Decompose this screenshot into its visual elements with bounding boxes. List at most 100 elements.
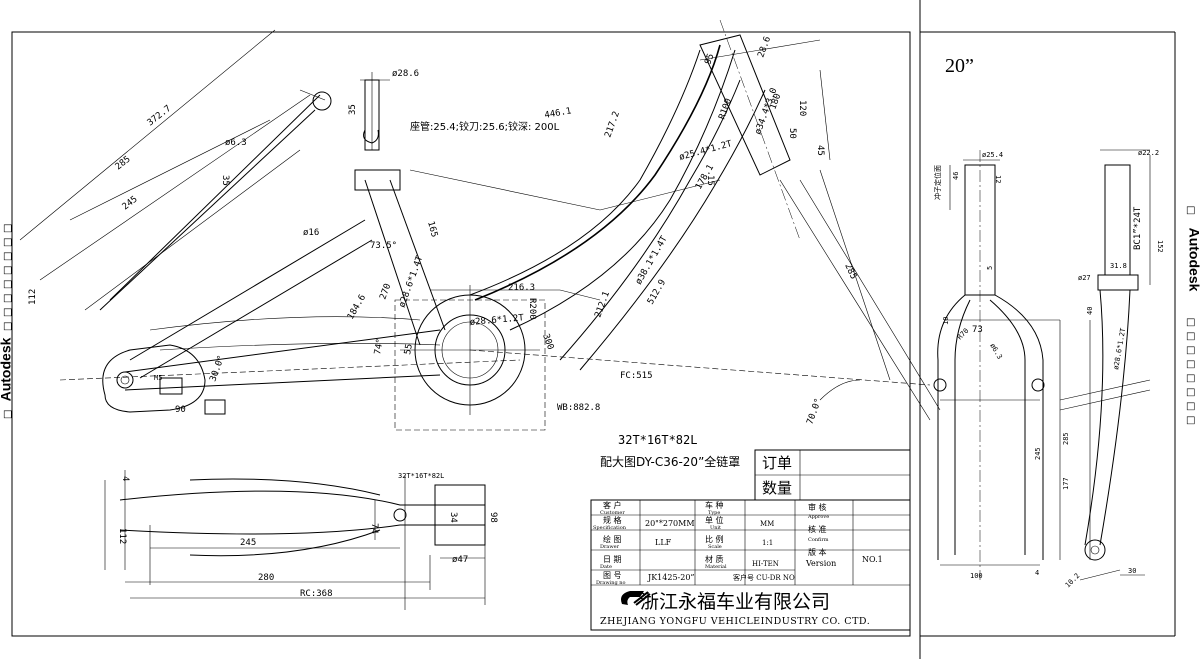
rear-rc: RC:368 [300, 589, 333, 599]
fork-phi254: ø25.4 [982, 151, 1003, 159]
rear-245: 245 [240, 538, 256, 548]
tb-version-val: NO.1 [862, 555, 883, 564]
tb-date-en: Date [600, 564, 612, 570]
dim-2163: 216.3 [508, 283, 535, 293]
dim-270: 270 [378, 282, 393, 301]
fork-4: 4 [1035, 569, 1039, 577]
tb-customer-cn: 客 户 [603, 500, 622, 510]
tb-drawer-cn: 绘 图 [603, 534, 622, 544]
fork-steer-note: 冲子定位面 [933, 165, 942, 200]
dim-2121: 212.1 [593, 290, 612, 319]
dim-phi16: ø16 [303, 228, 319, 238]
tb-spec-en: Specification [593, 525, 627, 531]
dim-seatstay: ø28.6*1.2T [469, 313, 524, 328]
rear-triangle-view [104, 470, 486, 610]
watermark-boxes-left-bottom: □ [3, 409, 13, 420]
fork-318: 31.8 [1110, 262, 1127, 270]
fork-5: 5 [986, 266, 994, 270]
tb-spec-val: 20"*270MM [645, 519, 695, 528]
fork-102: 10.2 [1064, 572, 1082, 590]
rear-74: 74 [369, 523, 379, 534]
tb-drawing-en: Drawing no [596, 580, 626, 586]
fork-73: 73 [972, 325, 983, 335]
dim-95: 95 [703, 52, 716, 66]
fork-245: 245 [1034, 447, 1042, 460]
dim-74: 74° [373, 338, 386, 356]
dim-fc: FC:515 [620, 371, 653, 381]
dim-120: 120 [797, 100, 807, 116]
rear-34: 34 [448, 512, 458, 523]
seat-diameter: ø28.6 [392, 69, 419, 79]
tb-approve-cn: 审 核 [808, 502, 827, 512]
dim-300: 300 [540, 333, 555, 352]
dim-372: 372.7 [146, 104, 174, 129]
rear-280: 280 [258, 573, 274, 583]
gear-note: 32T*16T*82L [618, 433, 697, 447]
chainguard-note: 配大图DY-C36-20”全链罩 [600, 455, 741, 469]
tb-type-cn: 车 种 [705, 500, 724, 510]
fork-10: 10 [942, 317, 950, 325]
qty-label: 数量 [762, 479, 792, 497]
tb-type-en: Type [708, 510, 720, 516]
tb-company-cn: 浙江永福车业有限公司 [640, 591, 830, 613]
tb-material-val: HI-TEN [752, 560, 779, 568]
frame-side-view [19, 19, 941, 431]
tb-scale-val: 1:1 [762, 539, 773, 547]
watermark-boxes-left: □□□□□□□□ [3, 223, 13, 332]
seat-note: 座管:25.4;铰刀:25.6;铰深: 200L [410, 120, 560, 133]
fork-285: 285 [1062, 432, 1070, 445]
autodesk-watermark-left: Autodesk [0, 337, 14, 402]
size-label: 20” [945, 55, 974, 77]
tb-spec-cn: 规 格 [603, 515, 622, 525]
dim-165: 165 [425, 220, 439, 238]
fork-152: 152 [1156, 240, 1164, 253]
tb-drawing-val: JK1425-20” [647, 573, 695, 582]
dim-wb: WB:882.8 [557, 403, 600, 413]
dim-55: 55 [403, 343, 415, 355]
tb-drawing-cn: 图 号 [603, 571, 622, 580]
rear-gear: 32T*16T*82L [398, 472, 444, 480]
tb-company-en: ZHEJIANG YONGFU VEHICLEINDUSTRY CO. CTD. [600, 616, 870, 627]
dim-30: 30.0° [208, 354, 227, 383]
tb-approve-en: Approve [807, 514, 829, 520]
fork-30: 30 [1128, 567, 1136, 575]
fork-phi27: ø27 [1078, 274, 1091, 282]
fork-63: ø6.3 [988, 342, 1003, 361]
dim-112a: 112 [28, 289, 38, 305]
tb-date-cn: 日 期 [603, 555, 622, 564]
watermark-boxes-right-top: □ [1186, 205, 1196, 216]
dim-phi63: ø6.3 [225, 138, 247, 148]
fork-front-view [933, 150, 1091, 580]
tb-scale-en: Scale [708, 544, 722, 550]
watermark-boxes-right: □□□□□□□□ [1186, 317, 1196, 426]
tb-cust-no: 客户号 CU-DR NO [733, 573, 795, 582]
dim-35: 35 [220, 175, 230, 186]
seat-dim35: 35 [348, 104, 358, 115]
tb-drawer-en: Drawer [600, 544, 620, 550]
fork-46: 46 [952, 172, 960, 180]
dim-245a: 245 [121, 194, 140, 212]
dim-5129: 512.9 [646, 278, 668, 306]
dim-2866: 28.6 [756, 35, 773, 59]
order-label: 订单 [762, 454, 792, 472]
sheet-border [11, 31, 911, 637]
seat-post-detail [360, 72, 390, 151]
title-block-text: 客 户 Customer 规 格 Specification 20"*270MM… [593, 500, 883, 627]
dim-m5: M5 [154, 374, 162, 382]
dim-top28: ø28.6*1.4T [397, 254, 425, 309]
dim-90: 90 [175, 405, 186, 415]
tb-unit-en: Unit [710, 525, 721, 531]
fork-40: 40 [1086, 307, 1094, 315]
tb-material-en: Material [705, 564, 727, 570]
dim-254: ø25.4*1.2T [678, 139, 733, 163]
dim-70: 70.0° [805, 397, 824, 426]
dim-735: 73.5° [370, 241, 397, 251]
autodesk-watermark-right: Autodesk [1186, 227, 1200, 292]
tb-confirm-en: Confirm [808, 537, 829, 543]
fork-177: 177 [1062, 477, 1070, 490]
dim-45: 45 [815, 145, 825, 156]
fork-12: 12 [994, 175, 1002, 183]
dim-r100: R100 [717, 97, 734, 121]
tb-scale-cn: 比 例 [705, 534, 724, 544]
